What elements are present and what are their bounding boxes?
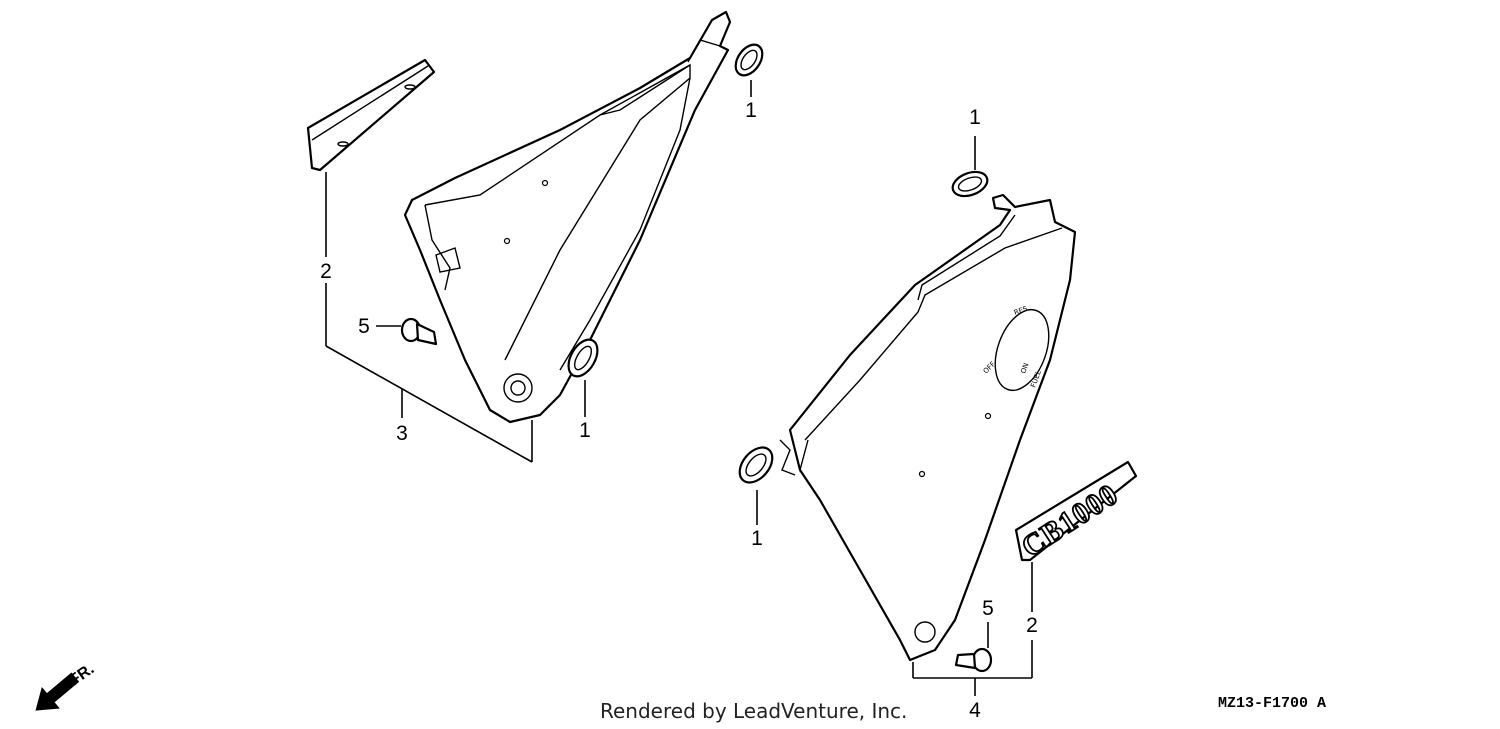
callout-1-lower-right: 1	[751, 527, 763, 550]
left-side-cover[interactable]	[403, 10, 732, 424]
screw-left[interactable]	[400, 317, 438, 346]
callout-3: 3	[396, 422, 408, 445]
diagram-code: MZ13-F1700 A	[1218, 695, 1326, 712]
callout-4: 4	[969, 699, 981, 722]
grommet-top-right[interactable]	[949, 168, 990, 201]
callout-1-top-right: 1	[969, 106, 981, 129]
left-emblem-plate[interactable]	[306, 58, 436, 172]
callout-2-right: 2	[1026, 614, 1038, 637]
leader-lines	[325, 80, 1033, 696]
callout-5-left: 5	[358, 315, 370, 338]
right-side-cover[interactable]: RES ON FUEL OFF	[779, 193, 1077, 662]
callout-1-top-left: 1	[745, 99, 757, 122]
grommet-lower-right[interactable]	[733, 441, 779, 488]
front-direction-arrow-icon	[35, 672, 80, 711]
render-credit: Rendered by LeadVenture, Inc.	[600, 699, 907, 723]
callout-1-middle-left: 1	[579, 419, 591, 442]
screw-right[interactable]	[954, 647, 993, 673]
fuel-on-label: ON	[1019, 362, 1030, 375]
callout-5-right: 5	[982, 597, 994, 620]
right-emblem-cb1000[interactable]: CB1000	[1014, 460, 1138, 565]
callout-2-left: 2	[320, 260, 332, 283]
grommet-top-left[interactable]	[730, 40, 768, 80]
grommet-middle-left[interactable]	[563, 335, 604, 382]
